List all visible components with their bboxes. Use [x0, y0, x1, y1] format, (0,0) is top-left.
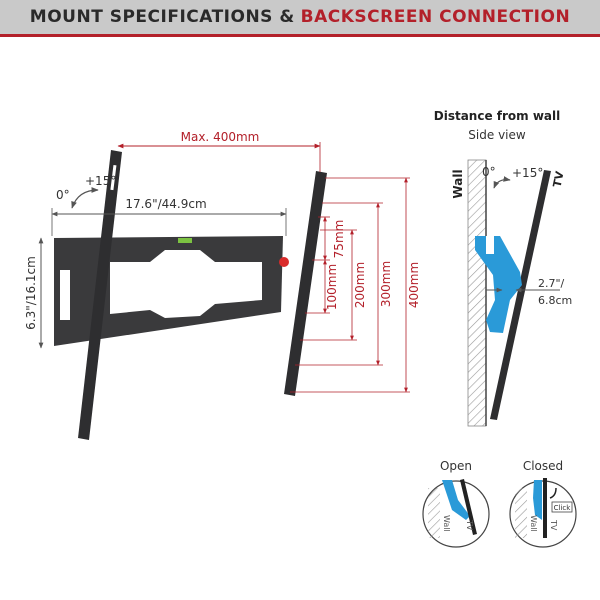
plate-width-label: 17.6"/44.9cm: [125, 197, 206, 211]
closed-wall-label: Wall: [529, 515, 538, 532]
vesa-300-label: 300mm: [379, 261, 393, 307]
closed-label: Closed: [523, 459, 563, 473]
side-tilt-min-label: 0°: [482, 165, 496, 179]
tilt-min-label: 0°: [56, 188, 70, 202]
vesa-75-label: 75mm: [332, 220, 346, 259]
closed-state-illustration: Click Wall TV: [509, 478, 577, 548]
header-title-main: MOUNT SPECIFICATIONS &: [29, 7, 295, 27]
side-tilt-arrow: [493, 176, 511, 189]
side-view-mount: [475, 236, 522, 333]
side-tilt-max-label: +15°: [512, 166, 543, 180]
vesa-100-label: 100mm: [325, 264, 339, 310]
open-tv-label: TV: [465, 519, 474, 531]
tilt-max-label: +15°: [85, 174, 116, 188]
open-state-illustration: Wall TV: [422, 479, 490, 548]
side-tv-label: TV: [551, 170, 567, 189]
max-width-label: Max. 400mm: [181, 130, 260, 144]
vesa-200-label: 200mm: [353, 262, 367, 308]
click-arrow-icon: [549, 487, 557, 499]
max-width-dimension: Max. 400mm: [117, 130, 321, 172]
side-view-subtitle: Side view: [468, 128, 526, 142]
plate-height-dimension: 6.3"/16.1cm: [24, 237, 44, 349]
closed-tv-label: TV: [549, 519, 558, 531]
click-label: Click: [554, 504, 572, 512]
vertical-arm-left: [78, 150, 122, 440]
vesa-dimensions: [290, 177, 410, 393]
header-title-highlight: BACKSCREEN CONNECTION: [300, 7, 571, 27]
open-label: Open: [440, 459, 472, 473]
side-view-tv-panel: [490, 170, 551, 420]
open-wall-label: Wall: [442, 515, 451, 532]
page-header: MOUNT SPECIFICATIONS & BACKSCREEN CONNEC…: [0, 0, 600, 37]
side-view-title: Distance from wall: [434, 109, 561, 123]
plate-width-dimension: 17.6"/44.9cm: [51, 197, 287, 236]
spirit-level: [178, 238, 192, 243]
vertical-arm-right: [284, 171, 327, 396]
side-view-wall: [467, 159, 487, 427]
side-distance-label-2: 6.8cm: [538, 294, 572, 307]
release-knob: [279, 257, 289, 267]
vesa-400-label: 400mm: [407, 262, 421, 308]
wall-plate: [54, 236, 289, 346]
side-distance-label-1: 2.7"/: [538, 277, 565, 290]
tilt-indicator: +15° 0°: [56, 174, 116, 209]
plate-height-label: 6.3"/16.1cm: [24, 256, 38, 330]
side-wall-label: Wall: [451, 169, 465, 198]
